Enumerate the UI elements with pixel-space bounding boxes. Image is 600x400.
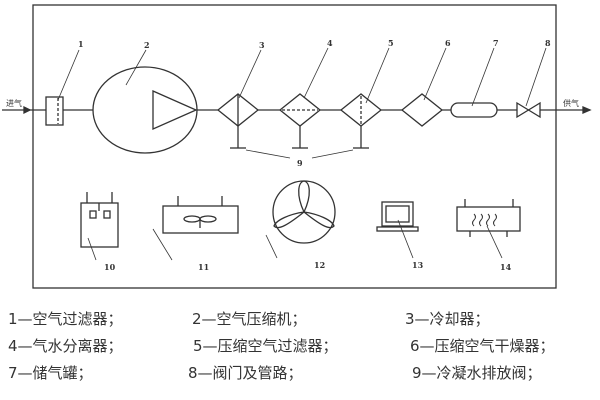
label-8: 8 [545,38,551,48]
cooling-unit-icon [162,196,239,234]
legend-item: 4—气水分离器； [8,337,123,355]
label-6: 6 [445,38,451,48]
legend-row: 4—气水分离器； 5—压缩空气过滤器； 6—压缩空气干燥器； [0,327,600,355]
legend-item: 2—空气压缩机； [192,310,307,328]
label-2: 2 [144,40,150,50]
computer-monitor-icon [376,201,419,232]
compressed-air-filter-icon [339,93,383,149]
legend-item: 8—阀门及管路； [188,364,303,382]
label-14: 14 [500,262,512,272]
outlet-label: 供气 [563,98,579,108]
label-3: 3 [259,40,265,50]
legend-item: 1—空气过滤器； [8,310,123,328]
legend-row: 7—储气罐； 8—阀门及管路； 9—冷凝水排放阀； [0,354,600,382]
label-1: 1 [78,39,84,49]
outlet-arrow-icon [582,106,592,114]
heating-unit-icon [456,199,521,237]
label-13: 13 [412,260,424,270]
air-compressor-icon [92,66,198,154]
legend-item: 7—储气罐； [8,364,93,382]
inlet-label: 进气 [6,98,22,108]
air-filter-icon [45,96,64,126]
label-5: 5 [388,38,394,48]
label-11: 11 [198,262,209,272]
legend-item: 5—压缩空气过滤器； [193,337,338,355]
inlet-arrow-icon [23,105,32,115]
system-boundary-frame [32,4,557,289]
component-legend: 1—空气过滤器； 2—空气压缩机； 3—冷却器； 4—气水分离器； 5—压缩空气… [0,300,600,382]
label-12: 12 [314,260,325,270]
ventilation-fan-icon [272,180,336,244]
legend-row: 1—空气过滤器； 2—空气压缩机； 3—冷却器； [0,300,600,328]
water-separator-icon [278,93,322,149]
air-tank-icon [450,102,498,118]
label-7: 7 [493,38,499,48]
label-9: 9 [297,158,303,168]
legend-item: 6—压缩空气干燥器； [410,337,555,355]
electric-control-cabinet-icon [80,192,119,248]
cooler-icon [216,93,260,149]
label-4: 4 [327,38,333,48]
legend-item: 9—冷凝水排放阀； [412,364,542,382]
valve-icon [516,101,541,119]
air-dryer-icon [400,93,444,127]
label-10: 10 [104,262,116,272]
compressed-air-system-diagram: 进气 供气 [2,4,592,289]
legend-item: 3—冷却器； [405,310,490,328]
